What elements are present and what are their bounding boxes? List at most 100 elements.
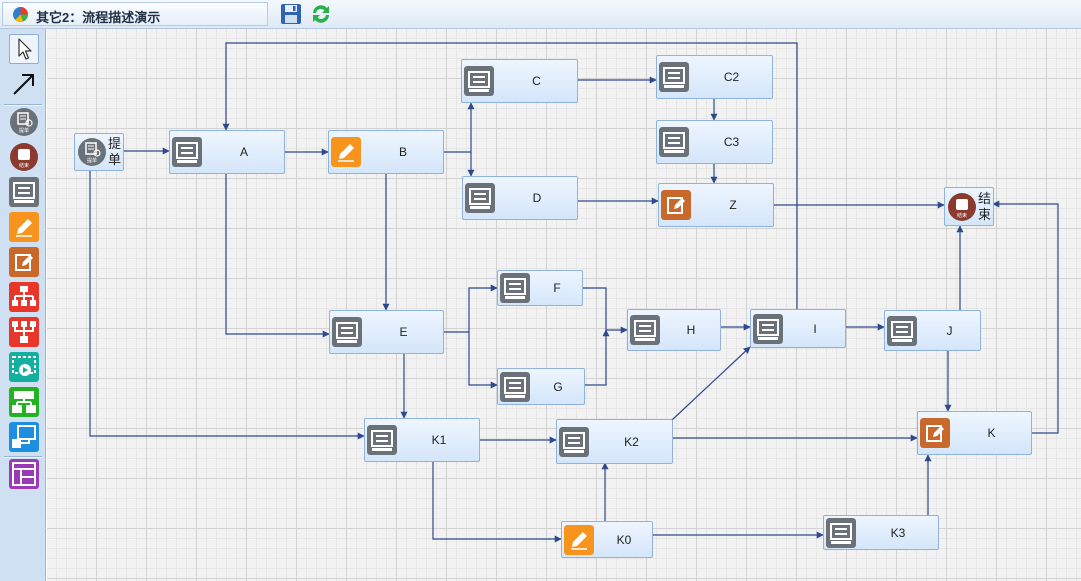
node-f[interactable]: F [497,270,583,306]
pencil-icon [331,137,361,167]
node-e[interactable]: E [329,310,444,354]
monitor-icon [332,317,362,347]
node-c3-label: C3 [723,135,740,149]
edge-start-k1[interactable] [89,171,365,440]
monitor-icon [826,517,856,548]
refresh-icon[interactable] [309,2,333,26]
merge-icon [9,317,39,347]
node-k2[interactable]: K2 [556,419,673,464]
screen-arrow-icon [9,422,39,452]
edge-k2-i[interactable] [671,346,751,421]
transfer-node-tool[interactable] [9,422,39,452]
edge-k1-k0[interactable] [432,462,562,543]
layout-icon [9,459,39,489]
node-k0[interactable]: K0 [561,521,653,558]
review-node-tool[interactable] [9,247,39,277]
monitor-icon [887,315,917,346]
window-title: 其它2：流程描述演示 [36,10,161,25]
node-b-label: B [398,145,407,159]
join-node-tool[interactable] [9,317,39,347]
monitor-icon [500,371,530,402]
node-start[interactable]: 提单 提单 [74,133,124,171]
node-h[interactable]: H [627,309,721,351]
node-a-label: A [239,145,248,159]
edge-a-e[interactable] [225,173,330,338]
node-j-label: J [946,323,953,338]
node-k-label: K [987,426,996,440]
svg-text:结束: 结束 [19,162,29,169]
edit-node-tool[interactable] [9,212,39,242]
node-b[interactable]: B [328,130,444,174]
node-i[interactable]: I [750,309,846,348]
toolbox-divider [4,104,42,106]
edge-e-g[interactable] [468,332,498,389]
node-z[interactable]: Z [658,183,774,227]
node-g-label: G [553,379,563,394]
node-j[interactable]: J [884,310,981,351]
monitor-icon [559,426,589,457]
node-k3-label: K3 [890,525,906,540]
node-i-label: I [813,321,817,336]
title-bar: 其它2：流程描述演示 [0,0,1081,29]
edge-f-h[interactable] [582,287,628,334]
hierarchy-icon [9,387,39,417]
toolbox-divider [4,456,42,458]
node-c3[interactable]: C3 [656,120,773,164]
pencil-icon [564,524,594,555]
submit-form-icon: 提单 [10,108,38,136]
edge-k-end[interactable] [992,200,1059,434]
node-f-label: F [553,281,561,295]
node-k1[interactable]: K1 [364,418,480,462]
save-icon[interactable] [279,2,303,26]
node-c2[interactable]: C2 [656,55,773,99]
node-start-label: 提单 [107,136,121,167]
node-e-label: E [399,325,408,339]
note-pencil-icon [661,190,691,220]
start-badge: 提单 [87,157,97,164]
pointer-tool[interactable] [9,34,39,64]
monitor-icon [753,313,783,344]
fork-node-tool[interactable] [9,282,39,312]
node-end-label: 结束 [977,190,991,222]
monitor-icon [630,315,660,345]
node-z-label: Z [729,198,737,212]
pie-chart-icon [13,7,28,23]
node-k0-label: K0 [616,532,632,547]
start-node-tool[interactable]: 提单 [9,107,39,137]
node-c-label: C [532,74,541,88]
node-k1-label: K1 [431,433,447,447]
end-node-tool[interactable]: 结束 [9,142,39,172]
stop-icon: 结束 [10,143,38,171]
node-k3[interactable]: K3 [823,515,939,550]
monitor-icon [9,177,39,207]
end-badge: 结束 [957,212,967,219]
monitor-icon [659,127,689,157]
task-node-tool[interactable] [9,177,39,207]
node-c[interactable]: C [461,59,578,103]
monitor-icon [659,62,689,92]
subflow-node-tool[interactable] [9,352,39,382]
node-k[interactable]: K [917,411,1032,455]
svg-text:提单: 提单 [19,127,29,134]
monitor-icon [465,183,495,213]
node-g[interactable]: G [497,368,585,405]
stop-icon: 结束 [948,192,976,221]
monitor-icon [464,66,494,96]
edge-i-a[interactable] [222,42,798,310]
toolbox-panel: 提单 结束 [0,29,46,581]
note-pencil-icon [920,418,950,448]
node-end[interactable]: 结束 结束 [944,187,994,226]
layout-node-tool[interactable] [9,459,39,489]
diagonal-arrow-icon [13,74,34,95]
node-d[interactable]: D [462,176,578,220]
node-d-label: D [532,191,542,205]
edge-b-c[interactable] [443,102,475,153]
connector-tool[interactable] [9,69,39,99]
node-a[interactable]: A [169,130,285,174]
play-screen-icon [9,352,39,382]
window-title-box: 其它2：流程描述演示 [2,2,268,26]
edge-e-f[interactable] [443,284,498,333]
edge-g-h[interactable] [584,329,610,386]
group-node-tool[interactable] [9,387,39,417]
